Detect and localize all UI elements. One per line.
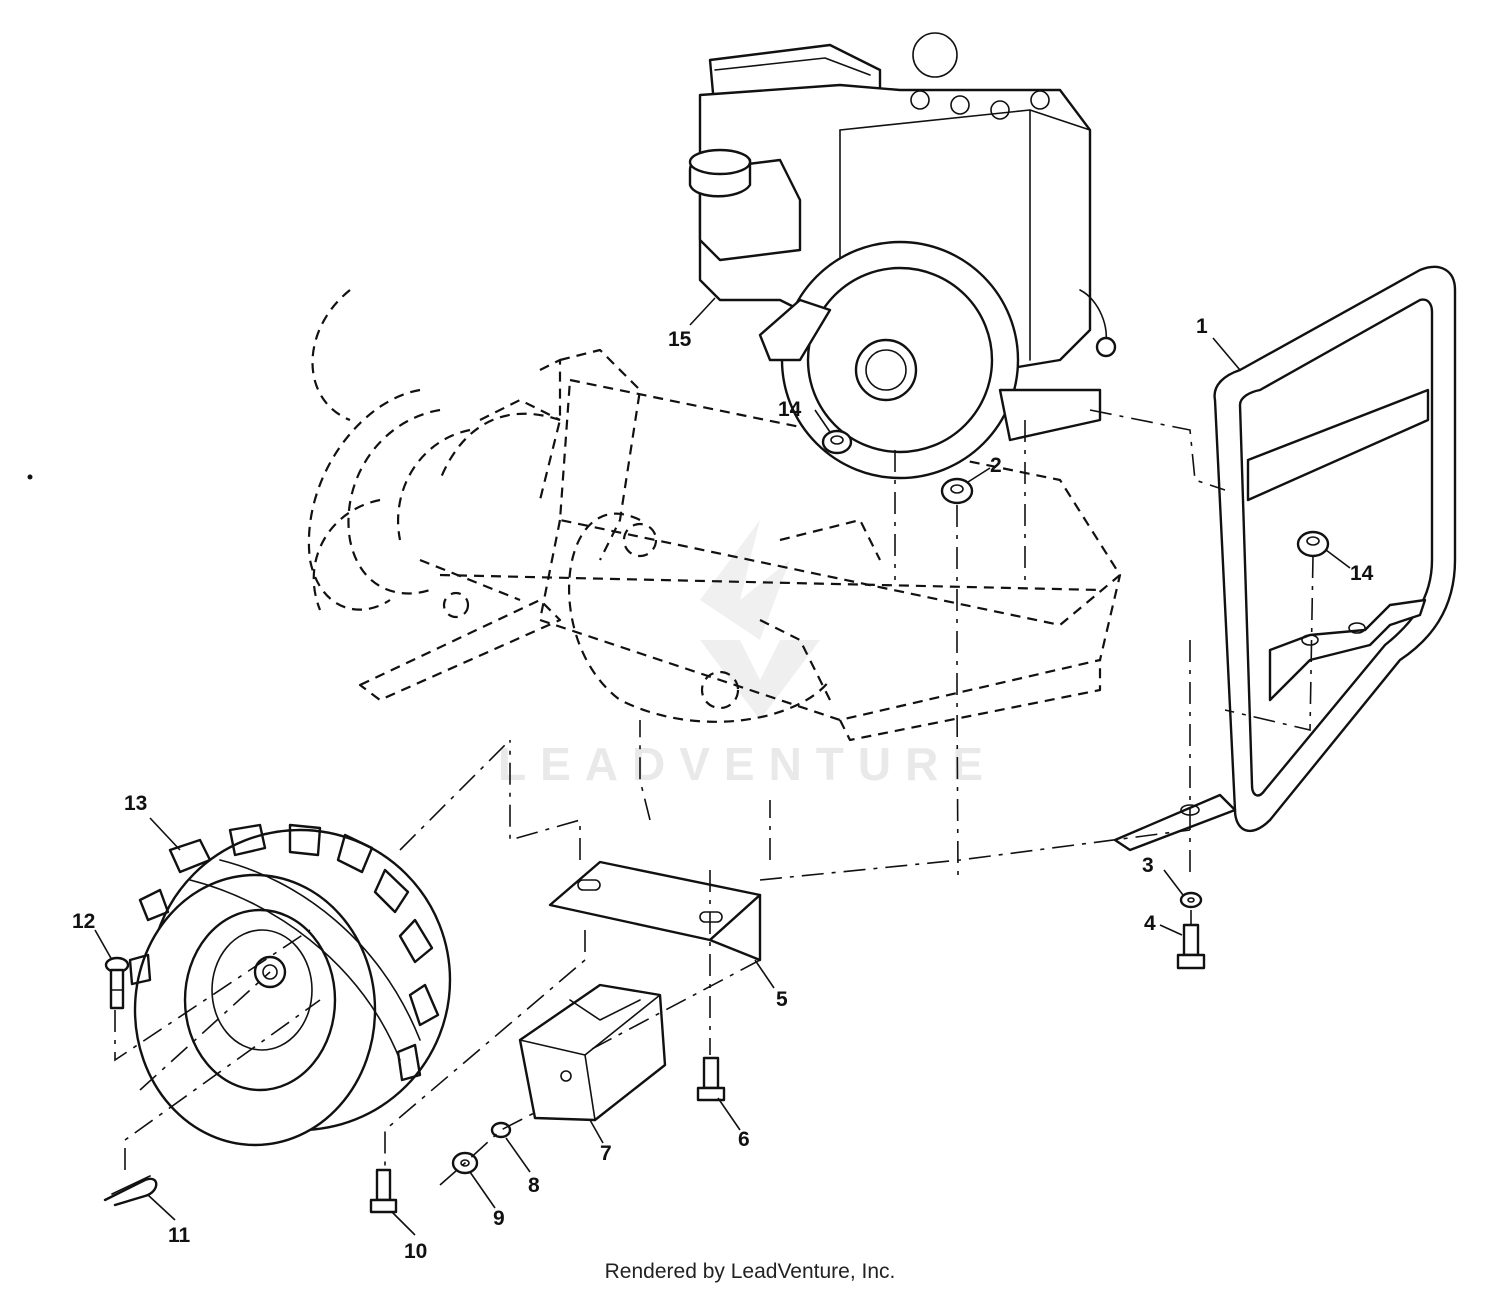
bolt-4: [1176, 923, 1206, 970]
callout-4: 4: [1144, 912, 1156, 935]
front-bumper: [1113, 265, 1457, 852]
engine: [688, 32, 1117, 480]
mounting-bracket: [548, 860, 762, 962]
lock-washer-8: [490, 1121, 512, 1139]
callout-6: 6: [738, 1128, 750, 1151]
bolt-10: [369, 1168, 398, 1214]
callout-12: 12: [72, 910, 95, 933]
clevis-pin-12: [104, 956, 130, 1010]
callout-7: 7: [600, 1142, 612, 1165]
callout-9: 9: [493, 1207, 505, 1230]
bolt-6: [696, 1056, 726, 1102]
watermark-text: LEADVENTURE: [498, 738, 997, 790]
callout-2: 2: [990, 454, 1002, 477]
callout-8: 8: [528, 1174, 540, 1197]
callout-5: 5: [776, 988, 788, 1011]
callout-14-bumper-nut: 14: [1350, 562, 1374, 585]
nut-9: [451, 1151, 479, 1175]
hex-nut-2: [940, 477, 974, 505]
callout-lines: [94, 297, 1351, 1236]
callout-3: 3: [1142, 854, 1154, 877]
callout-14-engine-nut: 14: [778, 398, 802, 421]
hex-nut-14a: [821, 429, 853, 455]
washer-3: [1179, 891, 1203, 909]
callout-13: 13: [124, 792, 147, 815]
hex-nut-14b: [1296, 530, 1330, 558]
callout-11: 11: [168, 1224, 191, 1247]
callout-15: 15: [668, 328, 692, 351]
callout-1: 1: [1196, 315, 1208, 338]
assembly-leader-lines: [114, 409, 1314, 1186]
wheel-weight: [518, 983, 667, 1122]
footer-credit: Rendered by LeadVenture, Inc.: [604, 1260, 896, 1283]
stray-dot: [27, 474, 33, 480]
wheel-tire: [128, 823, 452, 1147]
callout-10: 10: [404, 1240, 427, 1263]
tiller-frame-phantom: [307, 289, 1122, 742]
watermark-logo: [700, 520, 820, 720]
hairpin-clip-11: [103, 1175, 158, 1207]
